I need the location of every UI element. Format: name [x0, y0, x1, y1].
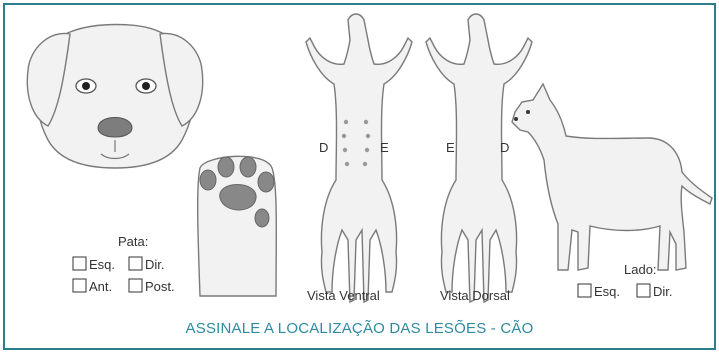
dog-pupil-right: [142, 82, 150, 90]
side-right-label: Dir.: [653, 284, 673, 299]
side-title: Lado:: [624, 262, 657, 277]
dorsal-right-mark: D: [500, 140, 509, 155]
dorsal-view-illustration[interactable]: [426, 14, 532, 302]
ventral-view-illustration[interactable]: [306, 14, 412, 302]
paw-title: Pata:: [118, 234, 148, 249]
paw-illustration[interactable]: [198, 156, 277, 296]
paw-right-label: Dir.: [145, 257, 165, 272]
dog-head-illustration[interactable]: [27, 25, 202, 169]
paw-front-label: Ant.: [89, 279, 112, 294]
side-right-checkbox[interactable]: Dir.: [637, 284, 673, 299]
side-left-checkbox[interactable]: Esq.: [578, 284, 620, 299]
ventral-left-mark: D: [319, 140, 328, 155]
paw-toe-pad: [218, 157, 234, 177]
paw-back-label: Post.: [145, 279, 175, 294]
dorsal-caption: Vista Dorsal: [440, 288, 510, 303]
paw-right-checkbox[interactable]: Dir.: [129, 257, 165, 272]
paw-toe-pad: [200, 170, 216, 190]
paw-toe-pad: [240, 157, 256, 177]
dog-nose: [98, 118, 132, 138]
ventral-right-mark: E: [380, 140, 389, 155]
ventral-caption: Vista Ventral: [307, 288, 380, 303]
side-left-label: Esq.: [594, 284, 620, 299]
paw-front-checkbox[interactable]: Ant.: [73, 279, 112, 294]
paw-toe-pad: [258, 172, 274, 192]
side-view-dog-illustration[interactable]: [512, 84, 712, 270]
paw-left-checkbox[interactable]: Esq.: [73, 257, 115, 272]
paw-left-label: Esq.: [89, 257, 115, 272]
dorsal-left-mark: E: [446, 140, 455, 155]
paw-dewclaw-pad: [255, 209, 269, 227]
paw-main-pad: [220, 185, 256, 211]
paw-back-checkbox[interactable]: Post.: [129, 279, 175, 294]
dog-pupil-left: [82, 82, 90, 90]
footer-instruction: ASSINALE A LOCALIZAÇÃO DAS LESÕES - CÃO: [0, 320, 719, 337]
